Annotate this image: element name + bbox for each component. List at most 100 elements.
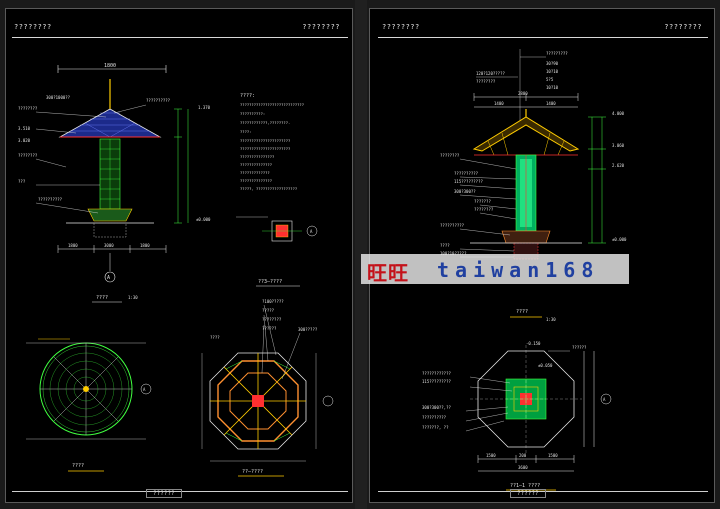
plan-axis-bubble [600,393,612,405]
side-callout-5: ??????? [474,199,491,204]
elevation-title: ???? [516,309,528,315]
side-callout-4: 300?300?? [454,189,476,194]
callout-5: ?????????? [38,197,63,202]
watermark-chinese: 旺旺 [367,261,409,285]
note-line: ?????????????? [240,162,272,167]
side-callout-8: ???? [440,243,450,248]
notes-title: ????: [240,93,255,99]
top-dimension [473,93,579,108]
top-callout-2: 120?120????? [476,71,505,76]
plan-side-dimension [583,351,595,447]
plan-right-leaders [261,304,301,380]
detail-axis: A [310,229,313,234]
elev-4: ±0.000 [196,217,211,222]
sheet-header-left: ???????? [14,23,52,31]
top-leaders [476,49,546,129]
top-dim-text: 1800 [104,63,116,69]
drawing-sheet-left: ???????? ???????? 1800 [5,8,353,503]
note-line: ??????????????? [240,154,274,159]
note-line: ???????????????????????????? [240,102,304,107]
top-callout-5: 10?10 [546,69,559,74]
left-leaders [35,104,147,214]
side-callout-3: 115????????? [454,179,483,184]
structure-plan-octagon [201,352,334,462]
plan-dim-3: 1500 [548,453,558,458]
side-callout-1: ???????? [440,153,460,158]
note-line: ????: [240,129,251,134]
callout-4: ??? [18,179,26,184]
plan-right-callout-3: ???????? [262,317,282,322]
axis-bubble-text: A [107,275,110,281]
elev-3: 1.370 [198,105,211,110]
top-dimension [57,65,167,73]
note-line: ?????????????????????? [240,138,290,143]
sheet-header-left: ???????? [382,23,420,31]
top-callout-4: 30?90 [546,61,559,66]
footing-detail [236,216,318,242]
sheet-footer: ?????? [510,489,546,498]
top-callout-3: ???????? [476,79,496,84]
footer-rule [12,491,348,492]
plan-callout-3: 300?300??,?? [422,405,451,410]
callout-1: ???????? [18,106,38,111]
plan-left-axis: A [143,387,146,392]
elev-2: 3.020 [18,138,31,143]
notes-block: ???????????????????????????? ??????????:… [240,102,304,191]
plan-right-callout-5: 300????? [298,327,318,332]
plan-right-callout-2: ????? [262,308,275,313]
plan-elev-inner: ±0.050 [538,363,553,368]
side-callout-9: 100?10????? [440,251,467,256]
top-callout-1: ????????? [546,51,568,56]
top-dim-total: 2800 [518,91,528,96]
note-line: ?????????????????????? [240,146,290,151]
elev-2: 3.060 [612,143,625,148]
plan-dimension [477,455,575,472]
callout-2: 300?1000?? [46,95,71,100]
callout-3: ???????? [18,153,38,158]
elevation-marks-left: 3.510 3.020 [18,126,31,143]
elevation-scale: 1:30 [546,317,556,322]
plan-leaders [465,350,570,432]
note-line: ????????????? [240,170,270,175]
note-line: ?????????????? [240,178,272,183]
side-callout-2: ?????????? [454,171,479,176]
right-dimension-chain [174,108,189,224]
bottom-dim-1: 1800 [68,243,78,248]
bottom-dim-2: 3000 [104,243,114,248]
watermark-banner: 旺旺 taiwan168 [361,254,629,285]
elev-1: 4.000 [612,111,625,116]
axis-bubble [104,271,116,283]
plan-right-callout-4: ?????? [262,326,277,331]
bottom-dim-3: 1800 [140,243,150,248]
umbrella-roof [58,79,162,138]
header-rule [378,37,708,38]
plan-title: ??1—1 ???? [510,483,540,489]
note-line: ??????????: [240,111,265,116]
top-callout-6: 5?5 [546,77,554,82]
elev-4: ±0.000 [612,237,627,242]
header-rule [12,37,348,38]
note-line: ????????????,????????. [240,120,290,125]
side-callout-7: ?????????? [440,223,465,228]
section-roof [472,109,580,156]
plan-right-callout-6: ???? [210,335,220,340]
plan-callout-5: ???????, ?? [422,425,449,430]
callout-6: ?????????? [146,98,171,103]
left-drawing-canvas: 1800 [18,63,334,477]
right-drawing-canvas: ????????? 120?120????? ???????? 30?90 10… [422,49,627,491]
note-line: ?????, ?????????????????? [240,186,297,191]
plan-dim-total: 3600 [518,465,528,470]
plan-right-title: ??—???? [242,469,263,475]
plan-left-title: ???? [72,463,84,469]
side-leaders [459,158,517,258]
detail-label: ??3—???? [258,279,282,285]
sheet-header-right: ???????? [664,23,702,31]
foundation-plan [470,345,582,453]
plan-dim-1: 1500 [486,453,496,458]
plan-axis: A [603,397,606,402]
elevation-scale: 1:30 [128,295,138,300]
footer-rule [378,491,708,492]
side-callout-6: ???????? [474,207,494,212]
elev-3: 2.620 [612,163,625,168]
elevation-title: ???? [96,295,108,301]
